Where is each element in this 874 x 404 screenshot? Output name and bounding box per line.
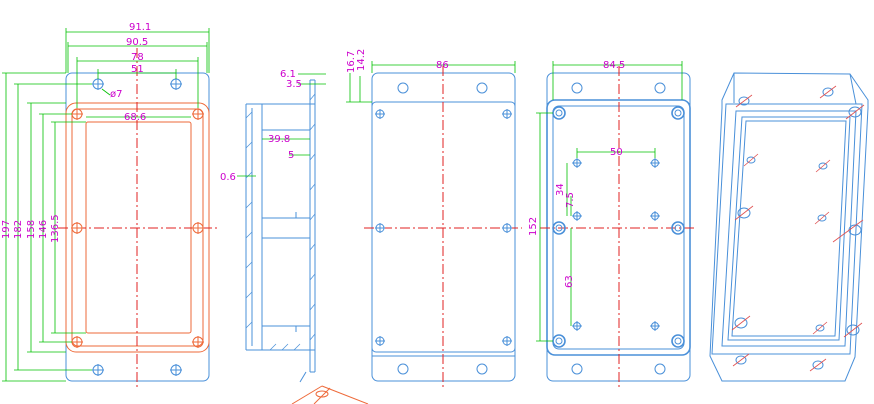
isometric-holes — [731, 85, 865, 372]
dim-6-1: 6.1 — [280, 69, 296, 80]
view-side-section: 6.1 3.5 39.8 5 0.6 — [220, 69, 326, 383]
dim-0-6: 0.6 — [220, 172, 236, 183]
dim-197: 197 — [1, 220, 12, 239]
dim-7-5: 7.5 — [565, 192, 576, 208]
front-screw-holes — [375, 109, 512, 346]
dim-136-5: 136.5 — [50, 214, 61, 243]
view-front: 86 16.7 14.2 — [346, 49, 522, 390]
dim-78: 78 — [131, 52, 144, 63]
view-isometric — [709, 72, 869, 382]
dim-34: 34 — [555, 183, 566, 196]
dim-16-7: 16.7 — [346, 51, 357, 73]
dim-14-2: 14.2 — [356, 49, 367, 71]
internal-bosses — [552, 106, 685, 348]
dim-152: 152 — [528, 217, 539, 236]
dim-84-5: 84.5 — [603, 60, 625, 71]
dim-50: 50 — [610, 147, 623, 158]
dim-86: 86 — [436, 60, 449, 71]
dim-90-5: 90.5 — [126, 37, 148, 48]
top-dimension-lines — [65, 28, 210, 118]
dim-39-8: 39.8 — [268, 134, 290, 145]
view-top-dimensioned: 91.1 90.5 78 51 ø7 68.6 197 182 158 146 … — [1, 22, 218, 388]
dim-68-6: 68.6 — [124, 112, 146, 123]
dim-3-5: 3.5 — [286, 79, 302, 90]
left-dimension-lines — [2, 72, 92, 382]
lid-screw-holes — [71, 108, 204, 348]
dim-51: 51 — [131, 64, 144, 75]
mounting-holes-top — [92, 78, 182, 376]
dim-hole-diameter: ø7 — [110, 89, 122, 100]
dim-158: 158 — [26, 220, 37, 239]
dim-63: 63 — [564, 275, 575, 288]
lid-partial-bottom — [291, 385, 369, 404]
section-hatching — [245, 93, 316, 351]
dim-91-1: 91.1 — [129, 22, 151, 33]
dim-5: 5 — [288, 150, 294, 161]
pcb-mount-holes — [572, 158, 660, 331]
dim-146: 146 — [38, 220, 49, 239]
view-back-internal: 84.5 50 34 7.5 152 63 — [528, 60, 697, 390]
dim-182: 182 — [13, 220, 24, 239]
